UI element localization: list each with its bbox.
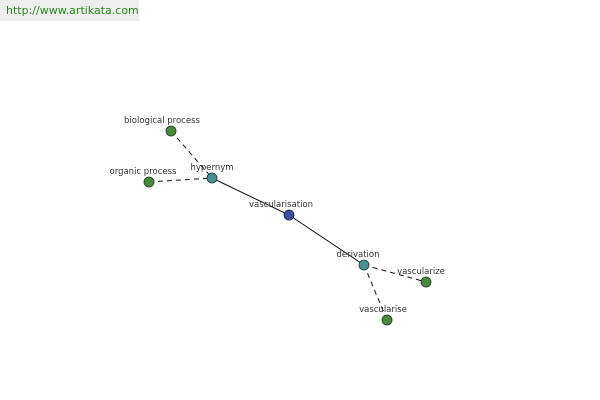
edge-organic-process [148,177,213,183]
node-label: vascularise [359,305,407,315]
url-banner: http://www.artikata.com [0,0,139,21]
node-label: vascularize [397,267,445,277]
node-vascularisation[interactable]: vascularisation [249,200,313,221]
node-biological-process[interactable]: biological process [124,116,201,137]
node-label: organic process [110,167,178,177]
edge-vascularize [363,264,427,283]
node-label: derivation [336,250,379,260]
node-label: hypernym [190,163,233,173]
edge-vascularise [363,264,388,321]
edge-biological-process [170,130,213,179]
edge-center-derivation [288,214,365,266]
node-organic-process[interactable]: organic process [110,167,178,188]
site-url-link[interactable]: http://www.artikata.com [6,4,139,17]
node-derivation[interactable]: derivation [336,250,380,271]
node-label: vascularisation [249,200,313,210]
node-vascularise[interactable]: vascularise [359,305,407,326]
node-label: biological process [124,116,200,126]
node-vascularize[interactable]: vascularize [397,267,445,288]
edge-hypernym-center [211,177,290,216]
node-hypernym[interactable]: hypernym [190,163,234,184]
